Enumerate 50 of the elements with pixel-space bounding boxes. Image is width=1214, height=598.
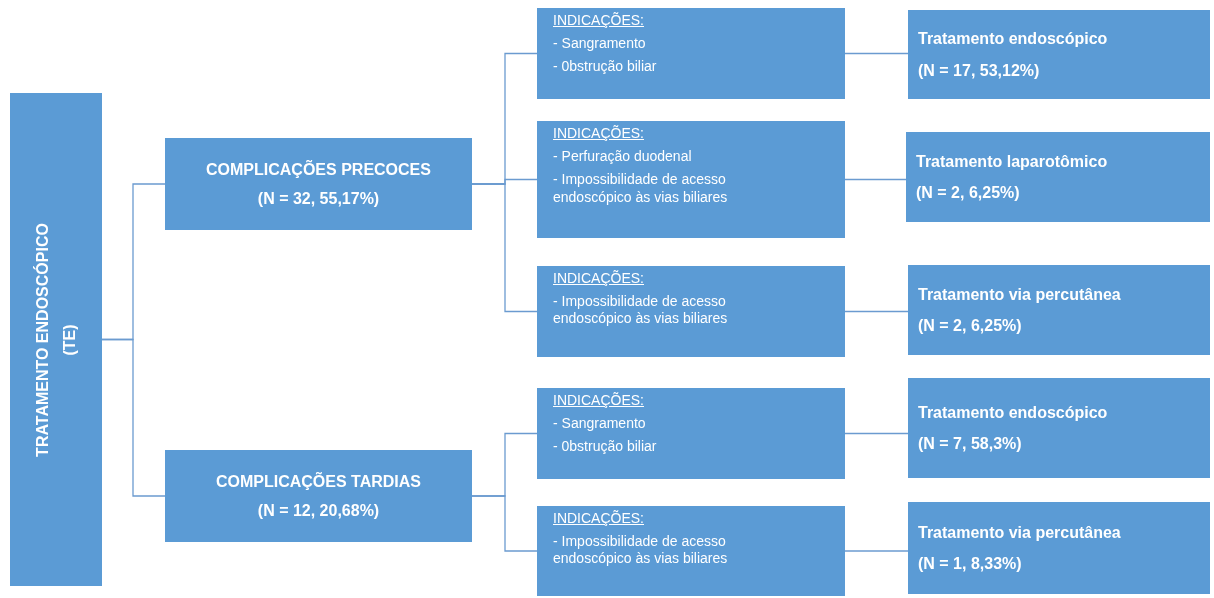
list-item: - Sangramento [553, 34, 646, 53]
box-heading: INDICAÇÕES: [553, 125, 644, 142]
treatment-box [908, 265, 1210, 355]
indication-box [537, 8, 845, 99]
box-title: Tratamento endoscópico [918, 29, 1108, 49]
root-box [10, 93, 102, 586]
count-text: (N = 2, 6,25%) [918, 316, 1022, 336]
box-title: TRATAMENTO ENDOSCÓPICO [32, 222, 52, 457]
list-item: - Sangramento [553, 414, 646, 433]
box-title: Tratamento via percutânea [918, 522, 1121, 542]
treatment-box [906, 132, 1210, 222]
list-item: - Impossibilidade de acesso endoscópico às vias biliares [553, 171, 729, 207]
box-title: COMPLICAÇÕES TARDIAS [215, 471, 421, 491]
list-item: - Perfuração duodenal [553, 147, 692, 166]
count-text: (N = 32, 55,17%) [257, 189, 380, 209]
indication-box [537, 266, 845, 357]
box-title: COMPLICAÇÕES PRECOCES [206, 159, 431, 179]
box-heading: INDICAÇÕES: [553, 510, 644, 527]
connector-line [844, 310, 909, 313]
count-text: (N = 12, 20,68%) [257, 501, 380, 521]
count-text: (N = 17, 53,12%) [918, 60, 1040, 80]
category-box [165, 450, 472, 542]
indication-box [537, 506, 845, 596]
category-box [165, 138, 472, 230]
treatment-box [908, 502, 1210, 594]
count-text: (N = 1, 8,33%) [918, 554, 1022, 574]
connector-line [471, 495, 538, 552]
treatment-box [908, 10, 1210, 99]
list-item: - 0bstrução biliar [553, 438, 657, 456]
box-title: Tratamento via percutânea [918, 284, 1121, 304]
count-text: (N = 7, 58,3%) [918, 434, 1022, 454]
box-heading: INDICAÇÕES: [553, 392, 644, 409]
box-heading: INDICAÇÕES: [553, 270, 644, 287]
box-title: Tratamento endoscópico [918, 402, 1108, 422]
connector-line [844, 550, 909, 552]
list-item: - Impossibilidade de acesso endoscópico às vias biliares [553, 532, 729, 568]
list-item: - Impossibilidade de acesso endoscópico às vias biliares [553, 292, 729, 328]
indication-box [537, 388, 845, 479]
treatment-box [908, 378, 1210, 478]
box-subtitle: (TE) [60, 323, 79, 356]
connector-line [844, 432, 909, 435]
box-title: Tratamento laparotômico [916, 151, 1108, 171]
indication-box [537, 121, 845, 238]
count-text: (N = 2, 6,25%) [916, 183, 1020, 203]
connector-line [471, 183, 538, 313]
connector-line [101, 338, 166, 497]
list-item: - 0bstrução biliar [553, 58, 657, 76]
box-heading: INDICAÇÕES: [553, 12, 644, 29]
connector-line [844, 178, 907, 181]
connector-line [844, 52, 909, 55]
